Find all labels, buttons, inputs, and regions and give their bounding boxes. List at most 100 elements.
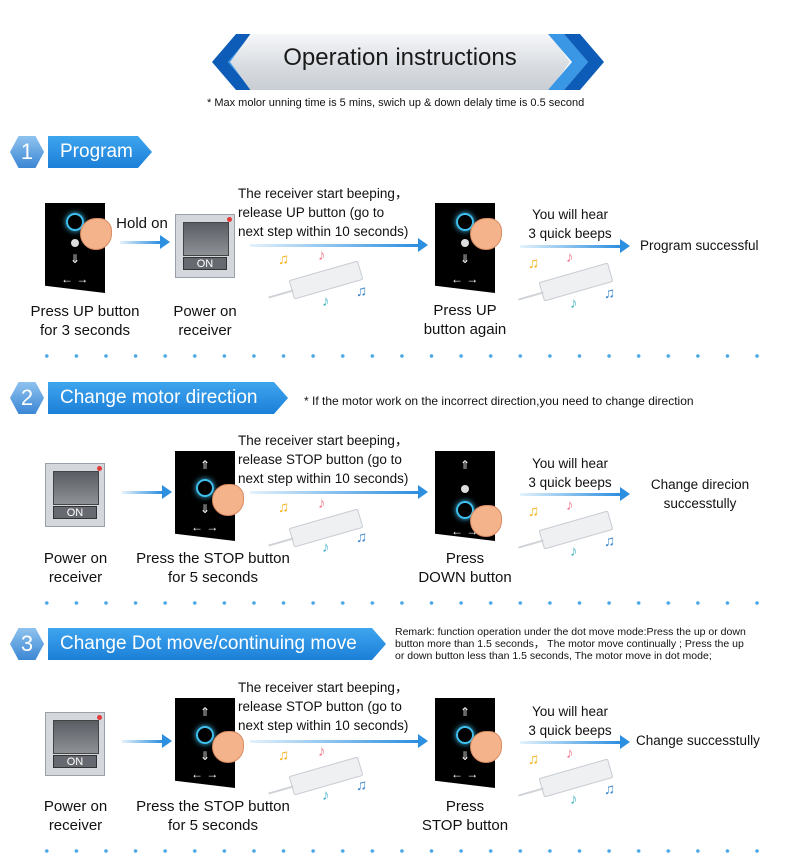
music-note-icon: ♪ <box>318 248 326 263</box>
label-line: You will hear <box>515 702 625 721</box>
label-hold-on: Hold on <box>112 214 172 233</box>
pressing-finger-icon <box>80 218 112 250</box>
label-line: STOP button <box>405 816 525 835</box>
down-arrow-icon: ⇓ <box>460 750 470 762</box>
music-note-icon: ♫ <box>356 284 367 299</box>
music-note-icon: ♫ <box>278 252 289 267</box>
on-label: ON <box>53 755 97 768</box>
arrow-head-icon <box>620 239 630 253</box>
indicator-led <box>97 466 102 471</box>
music-note-icon: ♫ <box>604 534 615 549</box>
music-note-icon: ♫ <box>356 778 367 793</box>
pressing-finger-icon <box>470 731 502 763</box>
music-note-icon: ♪ <box>570 792 578 807</box>
label-line: The receiver start beeping， <box>238 431 428 450</box>
left-right-arrow-icon: ← → <box>191 521 218 533</box>
label-line: for 5 seconds <box>128 816 298 835</box>
controller-cable <box>268 537 294 546</box>
arrow-right-icon <box>120 241 160 244</box>
on-label: ON <box>53 506 97 519</box>
label-line: Change direcion <box>640 475 760 494</box>
label-line: Power on <box>28 797 123 816</box>
stop-button-icon <box>71 239 79 247</box>
remark-line: Remark: function operation under the dot… <box>395 626 795 638</box>
label-result: Change direcion successtully <box>640 475 760 513</box>
section-title: Program <box>48 136 152 168</box>
down-arrow-icon: ⇓ <box>460 253 470 265</box>
arrow-head-icon <box>620 487 630 501</box>
header-note: * Max molor unning time is 5 mins, swich… <box>207 97 584 109</box>
controller-cable <box>518 291 544 300</box>
label-line: Press the STOP button <box>128 797 298 816</box>
arrow-right-icon <box>250 491 418 494</box>
pressing-finger-icon <box>470 218 502 250</box>
arrow-head-icon <box>620 735 630 749</box>
controller-cable <box>518 787 544 796</box>
arrow-right-icon <box>122 740 162 743</box>
music-note-icon: ♪ <box>322 540 330 555</box>
up-arrow-icon: ⇑ <box>200 706 210 718</box>
music-note-icon: ♪ <box>322 788 330 803</box>
label-line: Press the STOP button <box>128 549 298 568</box>
pressing-finger-icon <box>212 484 244 516</box>
label-hear-beeps: You will hear 3 quick beeps <box>515 702 625 740</box>
label-power-on: Power on receiver <box>28 797 123 835</box>
label-hear-beeps: You will hear 3 quick beeps <box>515 205 625 243</box>
label-line: Press <box>405 797 525 816</box>
pressing-finger-icon <box>212 731 244 763</box>
label-line: for 5 seconds <box>128 568 298 587</box>
music-note-icon: ♫ <box>604 286 615 301</box>
music-note-icon: ♫ <box>528 752 539 767</box>
switch-panel <box>183 222 229 256</box>
stop-button-icon <box>196 479 214 497</box>
music-note-icon: ♪ <box>322 294 330 309</box>
music-note-icon: ♫ <box>278 500 289 515</box>
music-note-icon: ♪ <box>318 496 326 511</box>
label-line: next step within 10 seconds) <box>238 716 428 735</box>
label-press-up: Press UP button for 3 seconds <box>10 302 160 340</box>
label-beeping: The receiver start beeping， release STOP… <box>238 678 428 735</box>
switch-panel <box>53 720 99 754</box>
arrow-right-icon <box>122 491 162 494</box>
arrow-head-icon <box>162 485 172 499</box>
label-line: Power on <box>28 549 123 568</box>
music-note-icon: ♫ <box>528 504 539 519</box>
controller-cable <box>518 539 544 548</box>
label-line: DOWN button <box>405 568 525 587</box>
label-hear-beeps: You will hear 3 quick beeps <box>515 454 625 492</box>
controller-cable <box>268 289 294 298</box>
up-arrow-icon: ⇑ <box>460 706 470 718</box>
label-line: Press UP <box>410 301 520 320</box>
label-press-stop: Press the STOP button for 5 seconds <box>128 549 298 587</box>
label-line: 3 quick beeps <box>515 721 625 740</box>
music-note-icon: ♫ <box>528 256 539 271</box>
up-arrow-icon: ⇑ <box>200 459 210 471</box>
arrow-right-icon <box>520 493 620 496</box>
music-note-icon: ♫ <box>604 782 615 797</box>
page-title: Operation instructions <box>230 44 570 72</box>
music-note-icon: ♫ <box>356 530 367 545</box>
section-title: Change Dot move/continuing move <box>48 628 386 660</box>
label-result: Program successful <box>640 236 780 255</box>
label-line: for 3 seconds <box>10 321 160 340</box>
label-line: You will hear <box>515 454 625 473</box>
remark-line: or down button less than 1.5 seconds, Th… <box>395 650 795 662</box>
label-line: 3 quick beeps <box>515 473 625 492</box>
divider-dots <box>32 849 772 853</box>
label-line: You will hear <box>515 205 625 224</box>
arrow-head-icon <box>160 235 170 249</box>
left-right-arrow-icon: ← → <box>61 273 88 285</box>
divider-dots <box>32 601 772 605</box>
label-line: The receiver start beeping， <box>238 678 428 697</box>
arrow-right-icon <box>520 245 620 248</box>
arrow-right-icon <box>250 740 418 743</box>
label-press-stop-again: Press STOP button <box>405 797 525 835</box>
label-line: 3 quick beeps <box>515 224 625 243</box>
up-arrow-icon: ⇑ <box>460 459 470 471</box>
label-beeping: The receiver start beeping， release UP b… <box>238 184 428 241</box>
music-note-icon: ♪ <box>570 544 578 559</box>
arrow-head-icon <box>162 734 172 748</box>
section-number-badge: 2 <box>10 382 44 414</box>
switch-panel <box>53 471 99 505</box>
label-line: button again <box>410 320 520 339</box>
